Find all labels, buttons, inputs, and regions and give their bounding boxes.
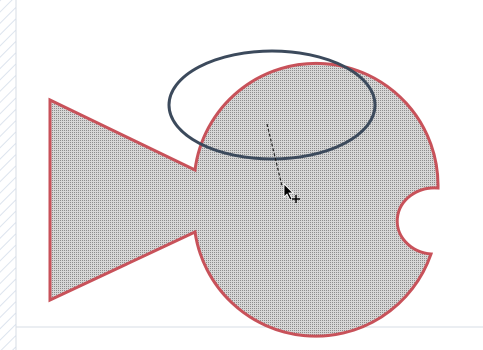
fish-shape[interactable] <box>50 63 438 336</box>
pasteboard-hatch <box>0 0 16 350</box>
